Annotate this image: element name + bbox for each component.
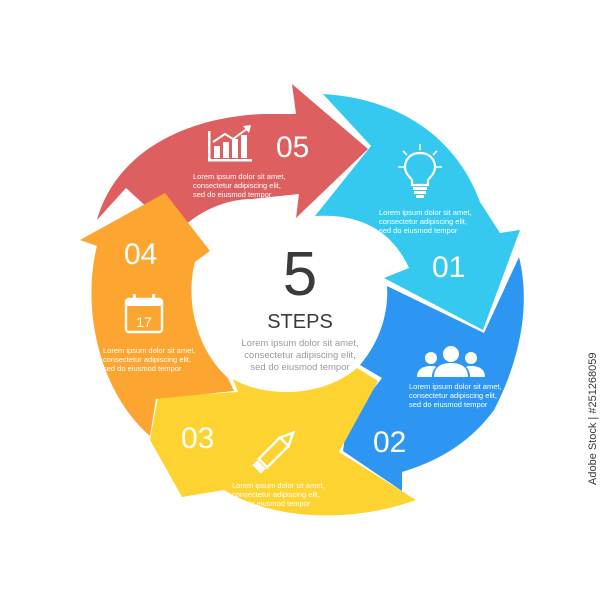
step-05-desc-line-1: Lorem ipsum dolor sit amet, — [193, 172, 286, 181]
center-number: 5 — [283, 240, 317, 309]
step-01-desc-line-1: Lorem ipsum dolor sit amet, — [379, 208, 472, 217]
center-title: STEPS — [267, 311, 333, 333]
step-02-desc-line-3: sed do eiusmod tempor — [409, 400, 488, 409]
step-04-desc-line-3: sed do eiusmod tempor — [103, 364, 182, 373]
step-05-number: 05 — [276, 131, 309, 164]
step-03-desc-line-3: sed do eiusmod tempor — [232, 499, 311, 508]
step-03-number: 03 — [181, 422, 214, 455]
center-desc-line-3: sed do eiusmod tempor — [250, 362, 349, 373]
step-02-desc-line-2: consectetur adipiscing elit, — [409, 391, 497, 400]
chart-icon — [208, 125, 252, 162]
lightbulb-icon — [398, 144, 442, 198]
segment-02 — [343, 257, 524, 491]
step-01-desc-line-3: sed do eiusmod tempor — [379, 226, 458, 235]
step-05-desc-line-2: consectetur adipiscing elit, — [193, 181, 281, 190]
step-04-number: 04 — [124, 238, 157, 271]
step-03-desc-line-2: consectetur adipiscing elit, — [232, 490, 320, 499]
step-04-desc-line-1: Lorem ipsum dolor sit amet, — [103, 346, 196, 355]
step-02-desc-line-1: Lorem ipsum dolor sit amet, — [409, 382, 502, 391]
step-02-number: 02 — [373, 426, 406, 459]
center-desc-line-2: consectetur adipiscing elit, — [244, 350, 355, 361]
step-01-desc-line-2: consectetur adipiscing elit, — [379, 217, 467, 226]
step-03-desc-line-1: Lorem ipsum dolor sit amet, — [232, 481, 325, 490]
step-04-desc-line-2: consectetur adipiscing elit, — [103, 355, 191, 364]
calendar-icon: 17 — [124, 294, 164, 334]
step-01-number: 01 — [432, 251, 465, 284]
pencil-icon — [252, 430, 296, 474]
calendar-day: 17 — [136, 314, 152, 330]
center-desc-line-1: Lorem ipsum dolor sit amet, — [241, 338, 358, 349]
segment-04 — [80, 193, 234, 436]
people-icon — [417, 346, 485, 377]
stock-credit-text: Adobe Stock | #251268059 — [587, 352, 599, 485]
step-05-desc-line-3: sed do eiusmod tempor — [193, 190, 272, 199]
segment-01 — [315, 94, 520, 330]
